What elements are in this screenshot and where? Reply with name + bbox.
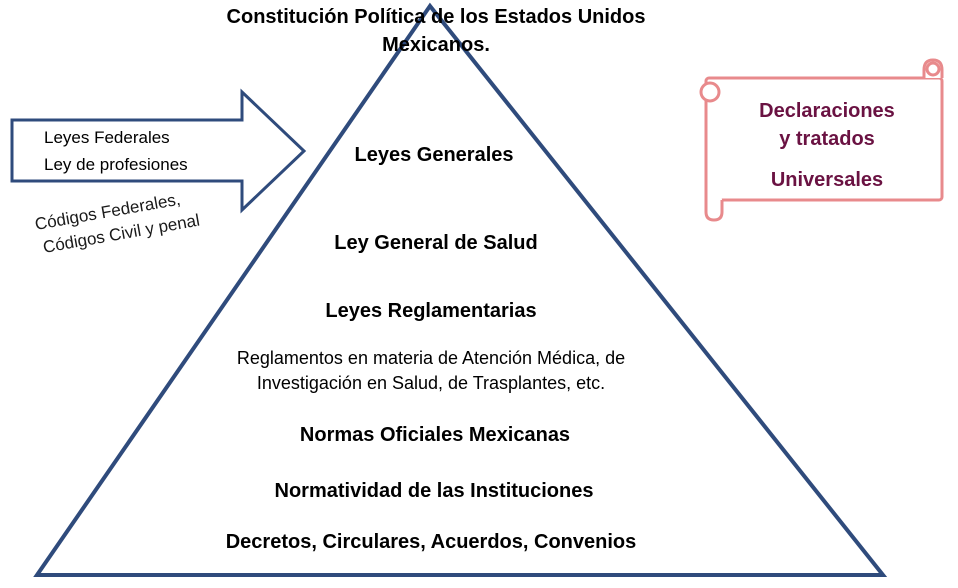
level-normatividad-instituciones: Normatividad de las Instituciones (275, 480, 594, 502)
level-ley-general-de-salud: Ley General de Salud (334, 232, 537, 254)
title-line-1: Constitución Política de los Estados Uni… (227, 6, 646, 28)
level-reglamentos-line-1: Reglamentos en materia de Atención Médic… (237, 348, 625, 368)
arrow-text-professions-law: Ley de profesiones (44, 155, 188, 174)
level-decretos: Decretos, Circulares, Acuerdos, Convenio… (226, 531, 637, 553)
scroll-text-line-1: Declaraciones (759, 100, 895, 122)
universal-declarations-scroll (699, 58, 944, 222)
pyramid-shape (33, 2, 888, 577)
level-leyes-reglamentarias: Leyes Reglamentarias (325, 300, 536, 322)
arrow-text-federal-laws: Leyes Federales (44, 128, 170, 147)
codes-note: Códigos Federales, Códigos Civil y penal (33, 190, 201, 257)
level-reglamentos-line-2: Investigación en Salud, de Trasplantes, … (257, 373, 605, 393)
level-normas-oficiales: Normas Oficiales Mexicanas (300, 424, 570, 446)
level-leyes-generales: Leyes Generales (355, 144, 514, 166)
scroll-text-line-3: Universales (771, 169, 883, 191)
title-line-2: Mexicanos. (382, 34, 490, 56)
federal-laws-arrow (10, 88, 307, 214)
scroll-text-line-2: y tratados (779, 128, 875, 150)
